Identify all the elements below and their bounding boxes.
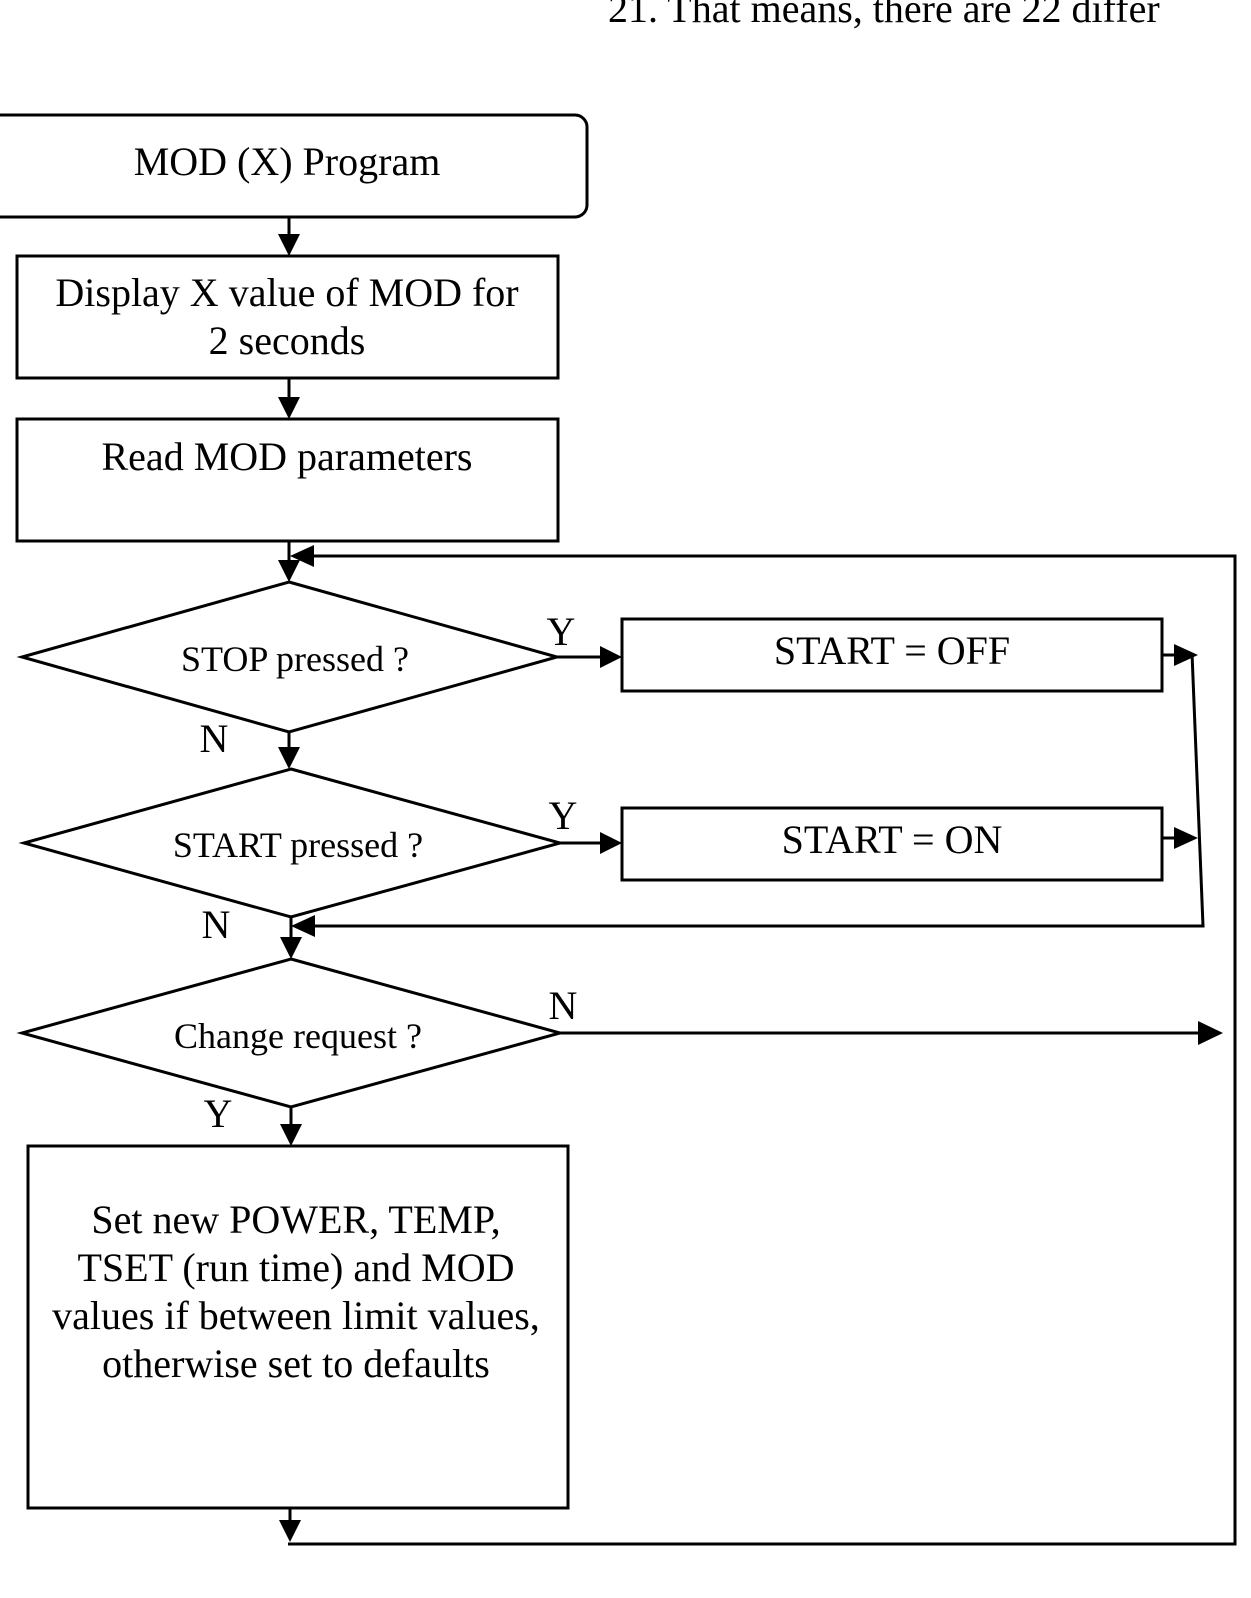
process-display-x-line2: 2 seconds bbox=[209, 318, 366, 363]
branch-label-start-yes: Y bbox=[549, 793, 578, 838]
arrow-head bbox=[1198, 1021, 1223, 1045]
branch-label-stop-no: N bbox=[200, 716, 229, 761]
terminal-start-label: MOD (X) Program bbox=[134, 139, 441, 184]
process-start-off-label: START = OFF bbox=[774, 628, 1010, 673]
arrow-head bbox=[1174, 644, 1198, 666]
arrow-head bbox=[278, 747, 300, 769]
process-display-x-line1: Display X value of MOD for bbox=[55, 270, 518, 315]
arrow-head bbox=[278, 560, 300, 582]
terminal-start bbox=[0, 113, 589, 219]
arrow-head bbox=[1174, 827, 1198, 849]
process-read-parameters-label: Read MOD parameters bbox=[102, 434, 473, 479]
process-set-new-values bbox=[26, 1144, 570, 1510]
process-read-parameters bbox=[15, 417, 560, 543]
process-start-on-label: START = ON bbox=[782, 817, 1003, 862]
arrow-head bbox=[600, 646, 622, 668]
arrow-head bbox=[280, 1124, 302, 1146]
decision-stop-pressed-label: STOP pressed ? bbox=[181, 639, 409, 679]
process-display-x bbox=[15, 254, 560, 380]
merge-line bbox=[310, 652, 1205, 928]
arrow-head bbox=[278, 397, 300, 419]
branch-label-start-no: N bbox=[202, 902, 231, 947]
process-set-new-values-line2: TSET (run time) and MOD bbox=[78, 1245, 515, 1290]
loop-back-arrow-head bbox=[290, 545, 314, 567]
branch-label-stop-yes: Y bbox=[547, 609, 576, 654]
loop-back-line bbox=[288, 554, 1237, 1546]
header-text-fragment: 21. That means, there are 22 differ bbox=[608, 0, 1160, 31]
process-start-on bbox=[620, 806, 1164, 882]
decision-start-pressed-label: START pressed ? bbox=[173, 825, 423, 865]
process-set-new-values-line4: otherwise set to defaults bbox=[102, 1341, 490, 1386]
process-set-new-values-line1: Set new POWER, TEMP, bbox=[91, 1197, 500, 1242]
arrow-head bbox=[278, 234, 300, 256]
merge-arrow-head bbox=[291, 915, 315, 937]
arrow-head bbox=[280, 937, 302, 959]
decision-change-request-label: Change request ? bbox=[174, 1016, 422, 1056]
branch-label-change-no: N bbox=[549, 983, 578, 1028]
arrow-head bbox=[600, 832, 622, 854]
branch-label-change-yes: Y bbox=[204, 1091, 233, 1136]
arrow-head bbox=[279, 1520, 301, 1542]
process-set-new-values-line3: values if between limit values, bbox=[52, 1293, 540, 1338]
